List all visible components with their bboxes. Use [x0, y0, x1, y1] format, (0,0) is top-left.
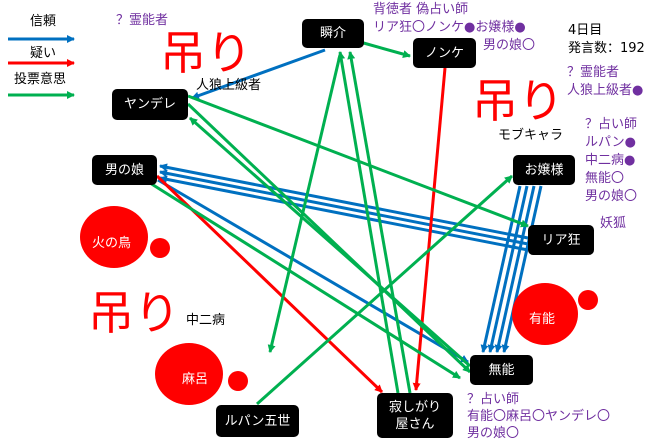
- legend-doubt-label: 疑い: [30, 46, 57, 61]
- trust-arrow: [494, 185, 536, 353]
- blood-splatter: [155, 343, 223, 405]
- note-shunsuke: 背徳者 偽占い師: [373, 2, 469, 17]
- note-munou: 有能〇麻呂〇ヤンデレ〇: [467, 409, 611, 424]
- doubt-arrow: [412, 67, 447, 391]
- vote-arrow: [337, 51, 400, 394]
- trust-arrow: [191, 48, 326, 100]
- vote-arrow: [186, 102, 472, 374]
- trust-arrow: [159, 169, 529, 246]
- note-munou: ？占い師: [467, 392, 520, 407]
- legend-vote-label: 投票意思: [14, 72, 67, 87]
- blood-splatter: [80, 206, 148, 268]
- trust-arrow: [480, 185, 522, 353]
- hang-mark: 吊り: [88, 286, 180, 340]
- blood-splatter: [150, 238, 170, 258]
- node-riakyo[interactable]: リア狂: [528, 225, 594, 255]
- day-label: 4日目: [568, 23, 603, 38]
- note-munou: 男の娘〇: [467, 426, 520, 441]
- node-hinotori[interactable]: 火の鳥: [92, 236, 132, 251]
- dead-role-mobu: モブキャラ: [498, 128, 564, 143]
- trust-arrow: [157, 178, 469, 364]
- hang-mark: 吊り: [160, 26, 252, 80]
- note-ojousama: 無能〇: [585, 171, 625, 186]
- node-sabishigari[interactable]: 寂しがり屋さん: [377, 393, 453, 438]
- vote-arrow: [267, 54, 342, 353]
- blood-splatter: [512, 283, 578, 345]
- node-lupin[interactable]: ルパン五世: [216, 405, 299, 437]
- vote-arrow: [359, 40, 411, 58]
- trust-arrow: [159, 175, 529, 252]
- node-otokonoko[interactable]: 男の娘: [92, 155, 157, 185]
- node-shunsuke[interactable]: 瞬介: [302, 19, 364, 48]
- trust-arrow: [487, 185, 529, 353]
- note-right: ？霊能者: [567, 65, 620, 80]
- trust-arrow: [501, 185, 543, 353]
- note-ojousama: ？占い師: [585, 117, 638, 132]
- vote-arrow: [187, 94, 529, 228]
- legend-trust-label: 信頼: [30, 14, 57, 29]
- note-ojousama: 中二病●: [585, 153, 636, 168]
- vote-arrow: [256, 174, 513, 406]
- note-right: 人狼上級者●: [567, 83, 644, 98]
- dead-role-yandere: 人狼上級者: [196, 78, 262, 93]
- blood-splatter: [228, 371, 248, 391]
- node-maro[interactable]: 麻呂: [182, 372, 209, 387]
- vote-arrow: [189, 116, 471, 368]
- node-munou[interactable]: 無能: [470, 355, 533, 385]
- node-yuunou[interactable]: 有能: [529, 312, 556, 327]
- note-fox: 妖狐: [600, 216, 627, 231]
- node-nonke[interactable]: ノンケ: [413, 38, 476, 68]
- note-yandere: ？霊能者: [116, 13, 169, 28]
- note-shunsuke: リア狂〇ノンケ●お嬢様●: [373, 20, 526, 35]
- dead-role-chuuni: 中二病: [186, 313, 226, 328]
- vote-arrow: [347, 51, 412, 394]
- post-count: 発言数：192: [568, 41, 645, 56]
- node-ojousama[interactable]: お嬢様: [513, 155, 575, 185]
- note-ojousama: 男の娘〇: [585, 189, 638, 204]
- note-ojousama: ルパン●: [585, 135, 636, 150]
- vote-arrow: [149, 181, 461, 380]
- node-yandere[interactable]: ヤンデレ: [112, 89, 188, 120]
- trust-arrow: [159, 163, 529, 240]
- hang-mark: 吊り: [472, 74, 564, 128]
- blood-splatter: [578, 290, 598, 310]
- note-shunsuke: 男の娘〇: [483, 38, 536, 53]
